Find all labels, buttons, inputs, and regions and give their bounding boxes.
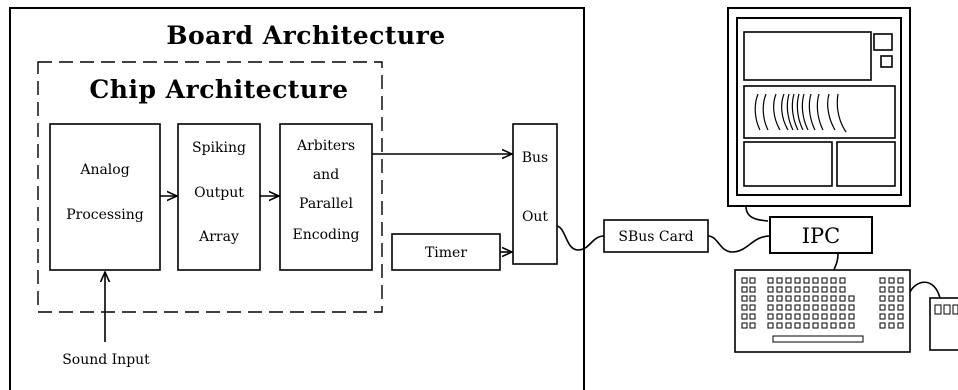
- arbiters-label-line3: Parallel: [299, 196, 353, 212]
- arbiters-label-line4: Encoding: [293, 227, 360, 243]
- spiking-label-line1: Spiking: [192, 140, 246, 156]
- monitor-frame: [727, 7, 911, 207]
- bus-label-line2: Out: [522, 209, 548, 225]
- arbiters-label-line2: and: [313, 167, 339, 183]
- ipc-label: IPC: [802, 224, 841, 248]
- analog-label-line2: Processing: [66, 207, 144, 223]
- monitor-waveform-window: [743, 85, 896, 139]
- arbiters-label-line1: Arbiters: [296, 138, 355, 154]
- monitor-window-bottom-left: [743, 141, 833, 187]
- keyboard-spacebar: [772, 335, 864, 343]
- spiking-label-line3: Array: [198, 229, 239, 245]
- sound-input-label: Sound Input: [62, 352, 150, 368]
- ipc-box: [769, 216, 873, 254]
- keyboard-keys: [741, 277, 904, 329]
- bus-out-block: [512, 123, 558, 265]
- spiking-label-line2: Output: [194, 185, 244, 201]
- chip-boundary: [37, 61, 383, 313]
- waveform-strokes: [754, 93, 847, 133]
- sbus-card-label: SBus Card: [618, 229, 693, 245]
- timer-label: Timer: [425, 245, 467, 261]
- analog-label-line1: Analog: [79, 162, 129, 178]
- monitor-to-ipc-cable: [745, 205, 769, 222]
- monitor-icon-small: [880, 55, 893, 68]
- monitor-screen: [736, 17, 902, 196]
- chip-title: Chip Architecture: [89, 75, 348, 104]
- board-title: Board Architecture: [166, 21, 445, 50]
- monitor-window-bottom-right: [836, 141, 896, 187]
- board-boundary: [9, 7, 585, 390]
- analog-processing-block: [49, 123, 161, 271]
- bus-to-sbus-cable: [556, 225, 605, 251]
- keyboard-to-mouse-cable: [909, 281, 941, 299]
- sbus-card-box: [603, 219, 709, 253]
- monitor-icon-large: [873, 33, 893, 51]
- mouse-body: [929, 297, 958, 351]
- mouse-buttons: [934, 304, 958, 315]
- keyboard-frame: [734, 269, 911, 353]
- ipc-to-keyboard-cable: [833, 252, 839, 271]
- sbus-to-ipc-cable: [707, 235, 771, 253]
- bus-label-line1: Bus: [522, 150, 549, 166]
- monitor-window-top: [743, 31, 872, 81]
